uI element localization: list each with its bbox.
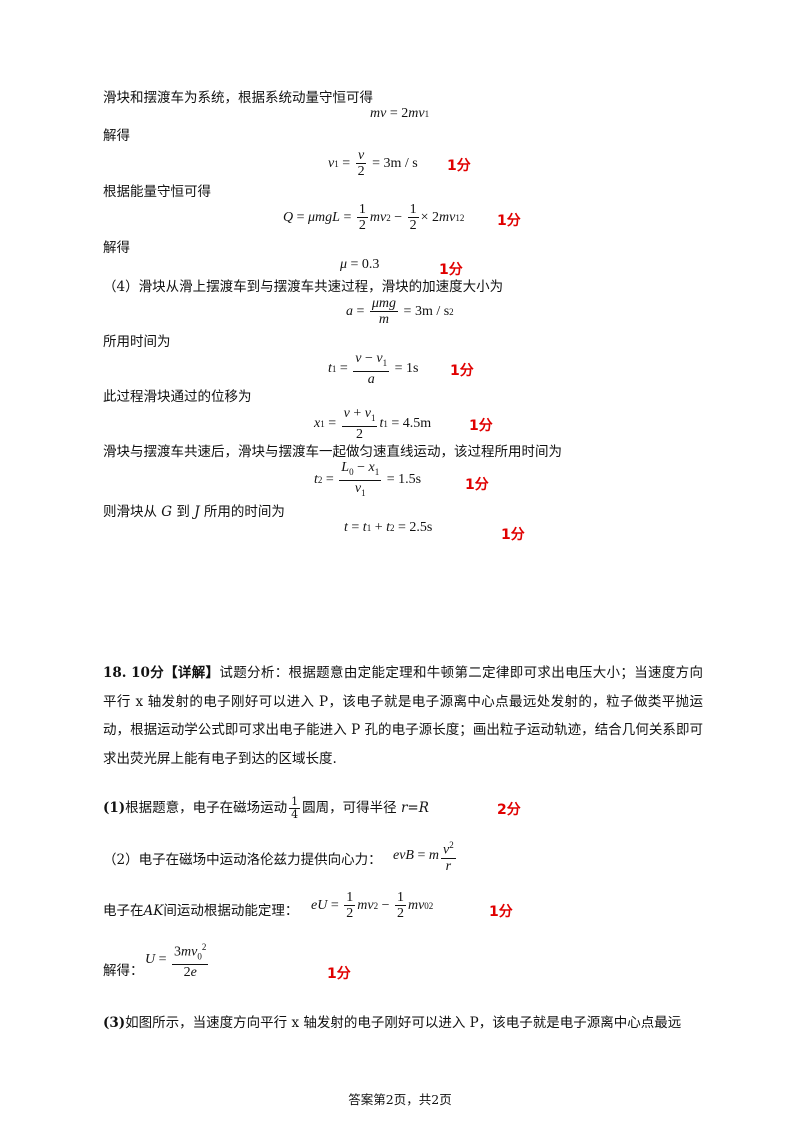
text-line: 解得 xyxy=(103,240,130,256)
text-line: 根据能量守恒可得 xyxy=(103,184,211,200)
score-mark: 1分 xyxy=(497,213,521,229)
equation-mu: μ = 0.3 xyxy=(340,257,380,272)
score-mark: 1分 xyxy=(327,966,351,982)
q18-analysis: 18. 10分【详解】试题分析：根据题意由定能定理和牛顿第二定律即可求出电压大小… xyxy=(103,665,704,767)
text-line: 所用时间为 xyxy=(103,334,171,350)
text-line: 解得 xyxy=(103,128,130,144)
score-mark: 1分 xyxy=(439,262,463,278)
score-mark: 2分 xyxy=(497,802,521,818)
score-mark: 1分 xyxy=(465,477,489,493)
score-mark: 1分 xyxy=(501,527,525,543)
score-mark: 1分 xyxy=(469,418,493,434)
score-mark: 1分 xyxy=(447,158,471,174)
q18-part3: (3)如图所示，当速度方向平行 x 轴发射的电子刚好可以进入 P，该电子就是电子… xyxy=(103,1015,682,1031)
text-line: 滑块和摆渡车为系统，根据系统动量守恒可得 xyxy=(103,90,373,106)
q18-part2c: 解得： xyxy=(103,963,144,979)
page-footer: 答案第2页，共2页 xyxy=(348,1092,452,1107)
score-mark: 1分 xyxy=(489,904,513,920)
score-mark: 1分 xyxy=(450,363,474,379)
text-line: 此过程滑块通过的位移为 xyxy=(103,389,252,405)
text-line: 则滑块从 G 到 J 所用的时间为 xyxy=(103,504,285,520)
text-line: （4）滑块从滑上摆渡车到与摆渡车共速过程，滑块的加速度大小为 xyxy=(103,279,504,295)
q18-part2: （2）电子在磁场中运动洛伦兹力提供向心力： xyxy=(103,852,382,868)
q18-part2b: 电子在AK间运动根据动能定理： xyxy=(103,903,299,919)
text-line: 滑块与摆渡车共速后，滑块与摆渡车一起做匀速直线运动，该过程所用时间为 xyxy=(103,444,562,460)
